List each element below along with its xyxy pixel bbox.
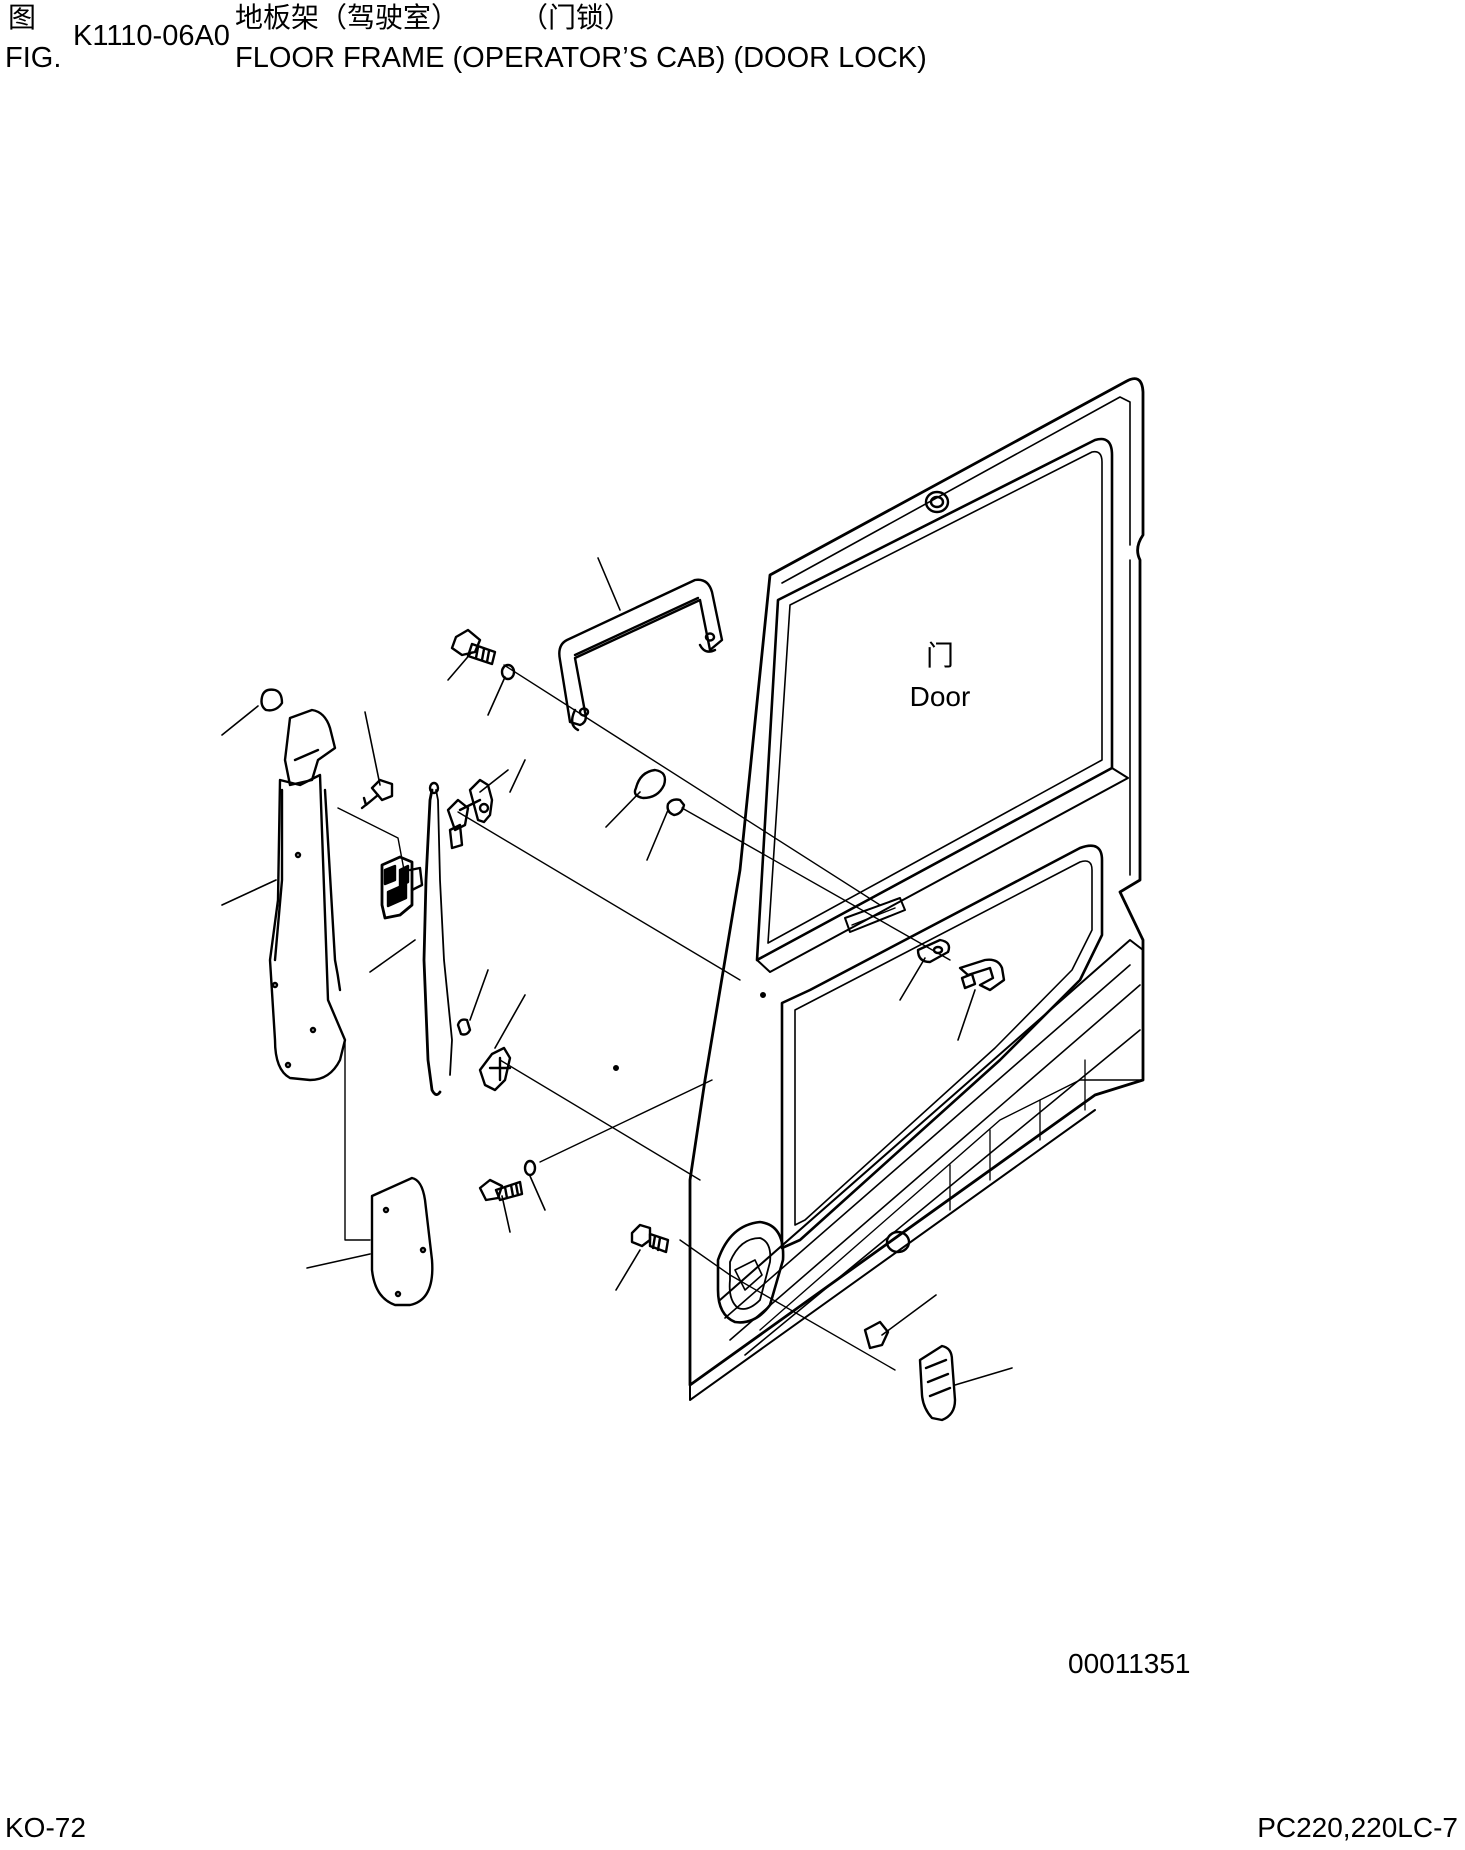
- fig-number: K1110-06A0: [73, 20, 230, 52]
- assembly-lines: [337, 664, 951, 1371]
- grab-handle: [558, 578, 724, 732]
- leader-lines: [221, 557, 1013, 1386]
- lower-washer: [523, 1159, 537, 1177]
- door-frame-bracket: [260, 688, 347, 1082]
- fig-label-cn: 图: [8, 1, 37, 34]
- lock-rod: [422, 781, 453, 1096]
- title-en: FLOOR FRAME (OPERATOR’S CAB) (DOOR LOCK): [235, 42, 927, 74]
- handle-bolt: [630, 1223, 670, 1254]
- cover-plate: [370, 1176, 434, 1307]
- outer-handle-cap: [918, 1344, 957, 1422]
- door-panel: [613, 377, 1145, 1401]
- lower-latch: [478, 1046, 512, 1092]
- model-code: PC220,220LC-7: [1257, 1812, 1458, 1843]
- striker-plate: [633, 768, 667, 800]
- bracket-bolt: [360, 778, 394, 810]
- lower-bolt: [478, 1178, 524, 1202]
- door-striker: [916, 938, 1006, 992]
- title-cn-main: 地板架（驾驶室）: [235, 1, 460, 34]
- page-code: KO-72: [5, 1812, 86, 1843]
- lower-pin: [456, 1018, 472, 1036]
- striker-washer: [666, 798, 686, 817]
- upper-bolt: [450, 628, 497, 666]
- title-cn-sub: （门锁）: [520, 1, 633, 34]
- drawing-number: 00011351: [1068, 1648, 1191, 1679]
- door-label-cn: 门: [926, 639, 954, 672]
- door-lock-mechanism: [380, 855, 424, 920]
- door-label-en: Door: [910, 681, 971, 712]
- fig-label-en: FIG.: [5, 42, 62, 74]
- clip: [863, 1320, 890, 1350]
- upper-latch-bracket: [446, 778, 494, 850]
